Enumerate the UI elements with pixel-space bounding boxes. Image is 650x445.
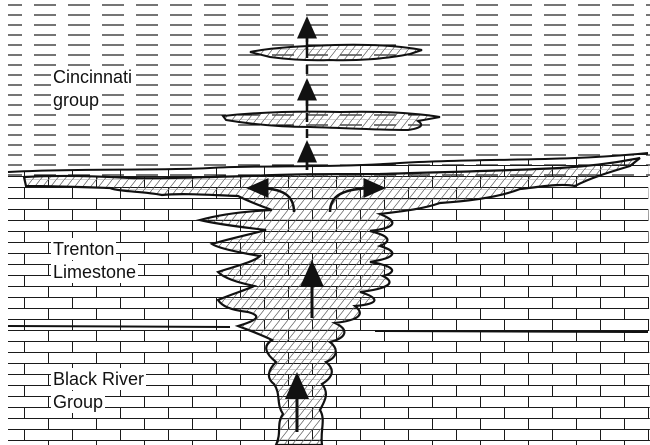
trenton-limestone-label: Trenton [51,238,116,260]
black-river-group-label: Group [51,391,105,413]
cincinnati-shale-layer [8,4,650,180]
cincinnati-group-label: group [51,89,101,111]
cincinnati-group-label: Cincinnati [51,66,134,88]
trenton-limestone-label: Limestone [51,261,138,283]
black-river-group-label: Black River [51,368,146,390]
